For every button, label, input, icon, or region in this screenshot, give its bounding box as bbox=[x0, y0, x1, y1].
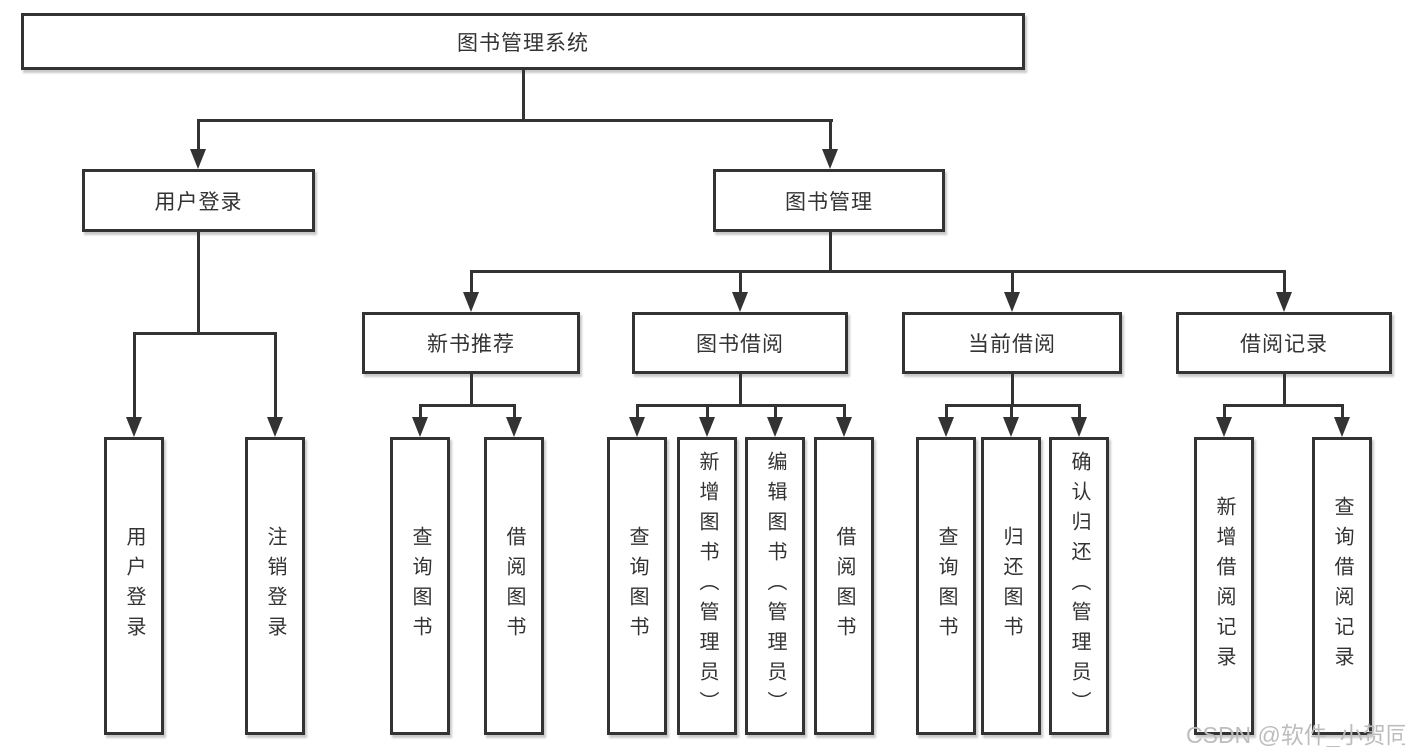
leaf-label: 借阅图书 bbox=[503, 526, 525, 646]
leaf-label: 编辑图书（管理员） bbox=[764, 451, 786, 721]
arrow-down-icon bbox=[506, 417, 522, 437]
node-borrowing-records: 借阅记录 bbox=[1176, 312, 1392, 374]
arrow-down-icon bbox=[1276, 292, 1292, 312]
arrow-down-icon bbox=[629, 417, 645, 437]
watermark: CSDN @软件_小贺同学 bbox=[1186, 722, 1405, 747]
arrow-down-icon bbox=[732, 292, 748, 312]
connector-line bbox=[774, 404, 777, 419]
connector-line bbox=[470, 270, 473, 294]
connector-line bbox=[419, 404, 422, 419]
node-current-borrowing: 当前借阅 bbox=[902, 312, 1122, 374]
node-label: 图书管理系统 bbox=[457, 31, 589, 55]
connector-line bbox=[945, 404, 948, 419]
leaf-borrow-books: 借阅图书 bbox=[814, 437, 874, 735]
arrow-down-icon bbox=[1004, 292, 1020, 312]
leaf-query-books-recommend: 查询图书 bbox=[390, 437, 450, 735]
connector-line bbox=[1283, 374, 1286, 407]
node-label: 当前借阅 bbox=[968, 333, 1056, 356]
connector-line bbox=[513, 404, 516, 419]
leaf-label: 查询图书 bbox=[935, 526, 957, 646]
arrow-down-icon bbox=[699, 417, 715, 437]
connector-line bbox=[197, 232, 200, 335]
leaf-label: 归还图书 bbox=[1000, 526, 1022, 646]
connector-line bbox=[1283, 270, 1286, 294]
arrow-down-icon bbox=[126, 417, 142, 437]
node-user-login: 用户登录 bbox=[82, 169, 315, 232]
leaf-label: 新增图书（管理员） bbox=[696, 451, 718, 721]
connector-line bbox=[470, 374, 473, 407]
leaf-query-books-current: 查询图书 bbox=[916, 437, 976, 735]
node-label: 用户登录 bbox=[154, 190, 243, 214]
connector-line bbox=[706, 404, 709, 419]
connector-line bbox=[133, 332, 136, 419]
leaf-add-borrow-record: 新增借阅记录 bbox=[1194, 437, 1254, 735]
connector-line bbox=[829, 119, 832, 151]
arrow-down-icon bbox=[836, 417, 852, 437]
arrow-down-icon bbox=[1334, 417, 1350, 437]
arrow-down-icon bbox=[1003, 417, 1019, 437]
connector-line bbox=[636, 404, 639, 419]
connector-line bbox=[1223, 404, 1226, 419]
leaf-edit-books-admin: 编辑图书（管理员） bbox=[745, 437, 805, 735]
connector-line bbox=[739, 270, 742, 294]
arrow-down-icon bbox=[412, 417, 428, 437]
connector-line bbox=[739, 374, 742, 407]
connector-line bbox=[274, 332, 277, 419]
connector-line bbox=[419, 404, 516, 407]
connector-line bbox=[522, 70, 525, 122]
connector-line bbox=[1078, 404, 1081, 419]
leaf-label: 注销登录 bbox=[264, 526, 286, 646]
leaf-label: 借阅图书 bbox=[833, 526, 855, 646]
connector-line bbox=[829, 232, 832, 273]
leaf-query-books-borrowing: 查询图书 bbox=[607, 437, 667, 735]
leaf-label: 查询图书 bbox=[626, 526, 648, 646]
leaf-user-login: 用户登录 bbox=[104, 437, 164, 735]
node-new-book-recommendation: 新书推荐 bbox=[362, 312, 580, 374]
arrow-down-icon bbox=[822, 149, 838, 169]
node-label: 图书借阅 bbox=[696, 333, 784, 356]
leaf-query-borrow-record: 查询借阅记录 bbox=[1312, 437, 1372, 735]
arrow-down-icon bbox=[463, 292, 479, 312]
leaf-confirm-return-admin: 确认归还（管理员） bbox=[1049, 437, 1109, 735]
leaf-logout: 注销登录 bbox=[245, 437, 305, 735]
connector-line bbox=[843, 404, 846, 419]
arrow-down-icon bbox=[767, 417, 783, 437]
connector-line bbox=[1011, 270, 1014, 294]
connector-line bbox=[133, 332, 277, 335]
connector-line bbox=[1011, 374, 1014, 407]
arrow-down-icon bbox=[1216, 417, 1232, 437]
connector-line bbox=[1223, 404, 1344, 407]
leaf-label: 新增借阅记录 bbox=[1213, 496, 1235, 676]
leaf-label: 用户登录 bbox=[123, 526, 145, 646]
leaf-label: 确认归还（管理员） bbox=[1068, 451, 1090, 721]
leaf-borrow-books-recommend: 借阅图书 bbox=[484, 437, 544, 735]
arrow-down-icon bbox=[938, 417, 954, 437]
leaf-label: 查询图书 bbox=[409, 526, 431, 646]
connector-line bbox=[1010, 404, 1013, 419]
leaf-add-books-admin: 新增图书（管理员） bbox=[677, 437, 737, 735]
leaf-label: 查询借阅记录 bbox=[1331, 496, 1353, 676]
node-label: 新书推荐 bbox=[427, 333, 515, 356]
connector-line bbox=[197, 119, 833, 122]
connector-line bbox=[1341, 404, 1344, 419]
arrow-down-icon bbox=[267, 417, 283, 437]
arrow-down-icon bbox=[190, 149, 206, 169]
node-book-management: 图书管理 bbox=[713, 169, 945, 232]
connector-line bbox=[636, 404, 846, 407]
arrow-down-icon bbox=[1071, 417, 1087, 437]
node-label: 图书管理 bbox=[785, 190, 873, 214]
node-book-borrowing: 图书借阅 bbox=[632, 312, 848, 374]
connector-line bbox=[470, 270, 1286, 273]
node-library-management-system: 图书管理系统 bbox=[21, 13, 1025, 70]
leaf-return-books: 归还图书 bbox=[981, 437, 1041, 735]
connector-line bbox=[197, 119, 200, 151]
connector-line bbox=[945, 404, 1081, 407]
node-label: 借阅记录 bbox=[1240, 333, 1328, 356]
